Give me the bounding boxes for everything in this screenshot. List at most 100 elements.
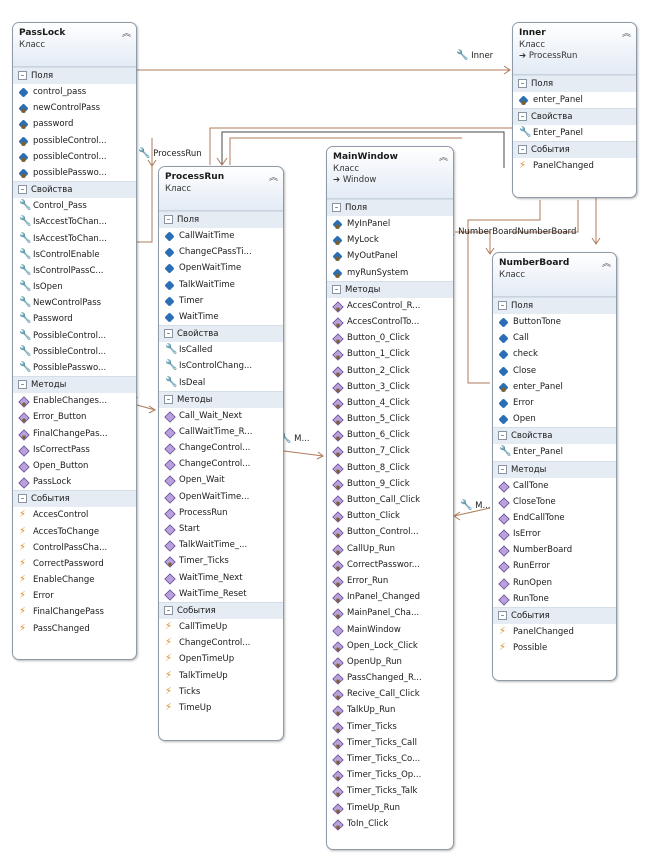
event-item[interactable]: ⚡CorrectPassword	[13, 556, 136, 572]
section-fields[interactable]: –Поля	[493, 297, 616, 314]
prop-item[interactable]: 🔧IsOpen	[13, 279, 136, 295]
method-item[interactable]: ToIn_Click	[327, 816, 453, 832]
field-item[interactable]: possibleControl...	[13, 149, 136, 165]
event-item[interactable]: ⚡CallTimeUp	[159, 619, 283, 635]
event-item[interactable]: ⚡PanelChanged	[493, 624, 616, 640]
field-item[interactable]: possibleControl...	[13, 133, 136, 149]
section-properties[interactable]: –Свойства	[493, 427, 616, 445]
method-item[interactable]: EndCallTone	[493, 510, 616, 526]
method-item[interactable]: WaitTime_Reset	[159, 586, 283, 602]
prop-item[interactable]: 🔧IsControlPassC...	[13, 263, 136, 279]
collapse-box-icon[interactable]: –	[18, 185, 27, 195]
section-properties[interactable]: –Свойства	[513, 108, 636, 126]
field-item[interactable]: possiblePasswo...	[13, 165, 136, 181]
event-item[interactable]: ⚡AccesToChange	[13, 524, 136, 540]
method-item[interactable]: AccesControl_R...	[327, 298, 453, 314]
method-item[interactable]: Timer_Ticks_Co...	[327, 751, 453, 767]
method-item[interactable]: ChangeControl...	[159, 440, 283, 456]
method-item[interactable]: Button_7_Click	[327, 443, 453, 459]
class-header[interactable]: MainWindow Класс ➔ Window ︽	[327, 147, 453, 199]
method-item[interactable]: WaitTime_Next	[159, 570, 283, 586]
method-item[interactable]: Recive_Call_Click	[327, 686, 453, 702]
method-item[interactable]: AccesControlTo...	[327, 314, 453, 330]
collapse-chevron-icon[interactable]: ︽	[438, 153, 448, 163]
field-item[interactable]: control_pass	[13, 84, 136, 100]
method-item[interactable]: Error_Run	[327, 573, 453, 589]
prop-item[interactable]: 🔧Control_Pass	[13, 198, 136, 214]
method-item[interactable]: Timer_Ticks	[327, 719, 453, 735]
method-item[interactable]: FinalChangePas...	[13, 426, 136, 442]
field-item[interactable]: Call	[493, 330, 616, 346]
method-item[interactable]: IsCorrectPass	[13, 442, 136, 458]
method-item[interactable]: InPanel_Changed	[327, 589, 453, 605]
section-events[interactable]: –События	[493, 607, 616, 624]
method-item[interactable]: Button_6_Click	[327, 427, 453, 443]
method-item[interactable]: TimeUp_Run	[327, 800, 453, 816]
section-fields[interactable]: –Поля	[13, 67, 136, 84]
method-item[interactable]: CorrectPasswor...	[327, 557, 453, 573]
field-item[interactable]: enter_Panel	[493, 379, 616, 395]
method-item[interactable]: MainWindow	[327, 622, 453, 638]
method-item[interactable]: OpenWaitTime...	[159, 489, 283, 505]
method-item[interactable]: CallWaitTime_R...	[159, 424, 283, 440]
method-item[interactable]: Button_2_Click	[327, 363, 453, 379]
field-item[interactable]: password	[13, 116, 136, 132]
event-item[interactable]: ⚡TimeUp	[159, 700, 283, 716]
method-item[interactable]: Button_Control...	[327, 524, 453, 540]
class-inner[interactable]: Inner Класс ➔ ProcessRun ︽ –Поля enter_P…	[512, 22, 637, 198]
prop-item[interactable]: 🔧PossibleControl...	[13, 344, 136, 360]
event-item[interactable]: ⚡EnableChange	[13, 572, 136, 588]
event-item[interactable]: ⚡TalkTimeUp	[159, 668, 283, 684]
method-item[interactable]: Button_9_Click	[327, 476, 453, 492]
method-item[interactable]: OpenUp_Run	[327, 654, 453, 670]
method-item[interactable]: Button_Click	[327, 508, 453, 524]
collapse-box-icon[interactable]: –	[518, 112, 527, 122]
method-item[interactable]: NumberBoard	[493, 542, 616, 558]
section-events[interactable]: –События	[513, 141, 636, 159]
method-item[interactable]: MainPanel_Cha...	[327, 605, 453, 621]
method-item[interactable]: Timer_Ticks_Op...	[327, 767, 453, 783]
prop-item[interactable]: 🔧IsControlChang...	[159, 358, 283, 374]
field-item[interactable]: Error	[493, 395, 616, 411]
field-item[interactable]: WaitTime	[159, 309, 283, 325]
collapse-box-icon[interactable]: –	[18, 494, 27, 504]
method-item[interactable]: Button_0_Click	[327, 330, 453, 346]
event-item[interactable]: ⚡ControlPassCha...	[13, 540, 136, 556]
collapse-box-icon[interactable]: –	[498, 431, 507, 441]
method-item[interactable]: Open_Button	[13, 458, 136, 474]
method-item[interactable]: ChangeControl...	[159, 456, 283, 472]
collapse-box-icon[interactable]: –	[332, 284, 341, 294]
field-item[interactable]: Close	[493, 363, 616, 379]
prop-item[interactable]: 🔧Enter_Panel	[513, 125, 636, 141]
prop-item[interactable]: 🔧Enter_Panel	[493, 444, 616, 460]
method-item[interactable]: EnableChanges...	[13, 393, 136, 409]
section-methods[interactable]: –Методы	[327, 280, 453, 298]
field-item[interactable]: MyLock	[327, 232, 453, 248]
method-item[interactable]: TalkUp_Run	[327, 702, 453, 718]
event-item[interactable]: ⚡OpenTimeUp	[159, 651, 283, 667]
field-item[interactable]: CallWaitTime	[159, 228, 283, 244]
collapse-box-icon[interactable]: –	[518, 79, 527, 88]
collapse-chevron-icon[interactable]: ︽	[268, 173, 278, 183]
method-item[interactable]: IsError	[493, 526, 616, 542]
field-item[interactable]: check	[493, 346, 616, 362]
field-item[interactable]: MyOutPanel	[327, 248, 453, 264]
method-item[interactable]: Start	[159, 521, 283, 537]
method-item[interactable]: TalkWaitTime_...	[159, 537, 283, 553]
collapse-box-icon[interactable]: –	[18, 380, 27, 390]
collapse-chevron-icon[interactable]: ︽	[121, 29, 131, 39]
collapse-box-icon[interactable]: –	[164, 215, 173, 224]
field-item[interactable]: myRunSystem	[327, 265, 453, 281]
class-header[interactable]: PassLock Класс ︽	[13, 23, 136, 67]
section-events[interactable]: –События	[13, 490, 136, 508]
method-item[interactable]: RunError	[493, 558, 616, 574]
section-fields[interactable]: –Поля	[513, 75, 636, 92]
collapse-box-icon[interactable]: –	[164, 394, 173, 404]
collapse-box-icon[interactable]: –	[498, 301, 507, 310]
method-item[interactable]: Open_Lock_Click	[327, 638, 453, 654]
method-item[interactable]: Button_3_Click	[327, 379, 453, 395]
field-item[interactable]: Timer	[159, 293, 283, 309]
method-item[interactable]: PassChanged_R...	[327, 670, 453, 686]
prop-item[interactable]: 🔧IsAccestToChan...	[13, 214, 136, 230]
